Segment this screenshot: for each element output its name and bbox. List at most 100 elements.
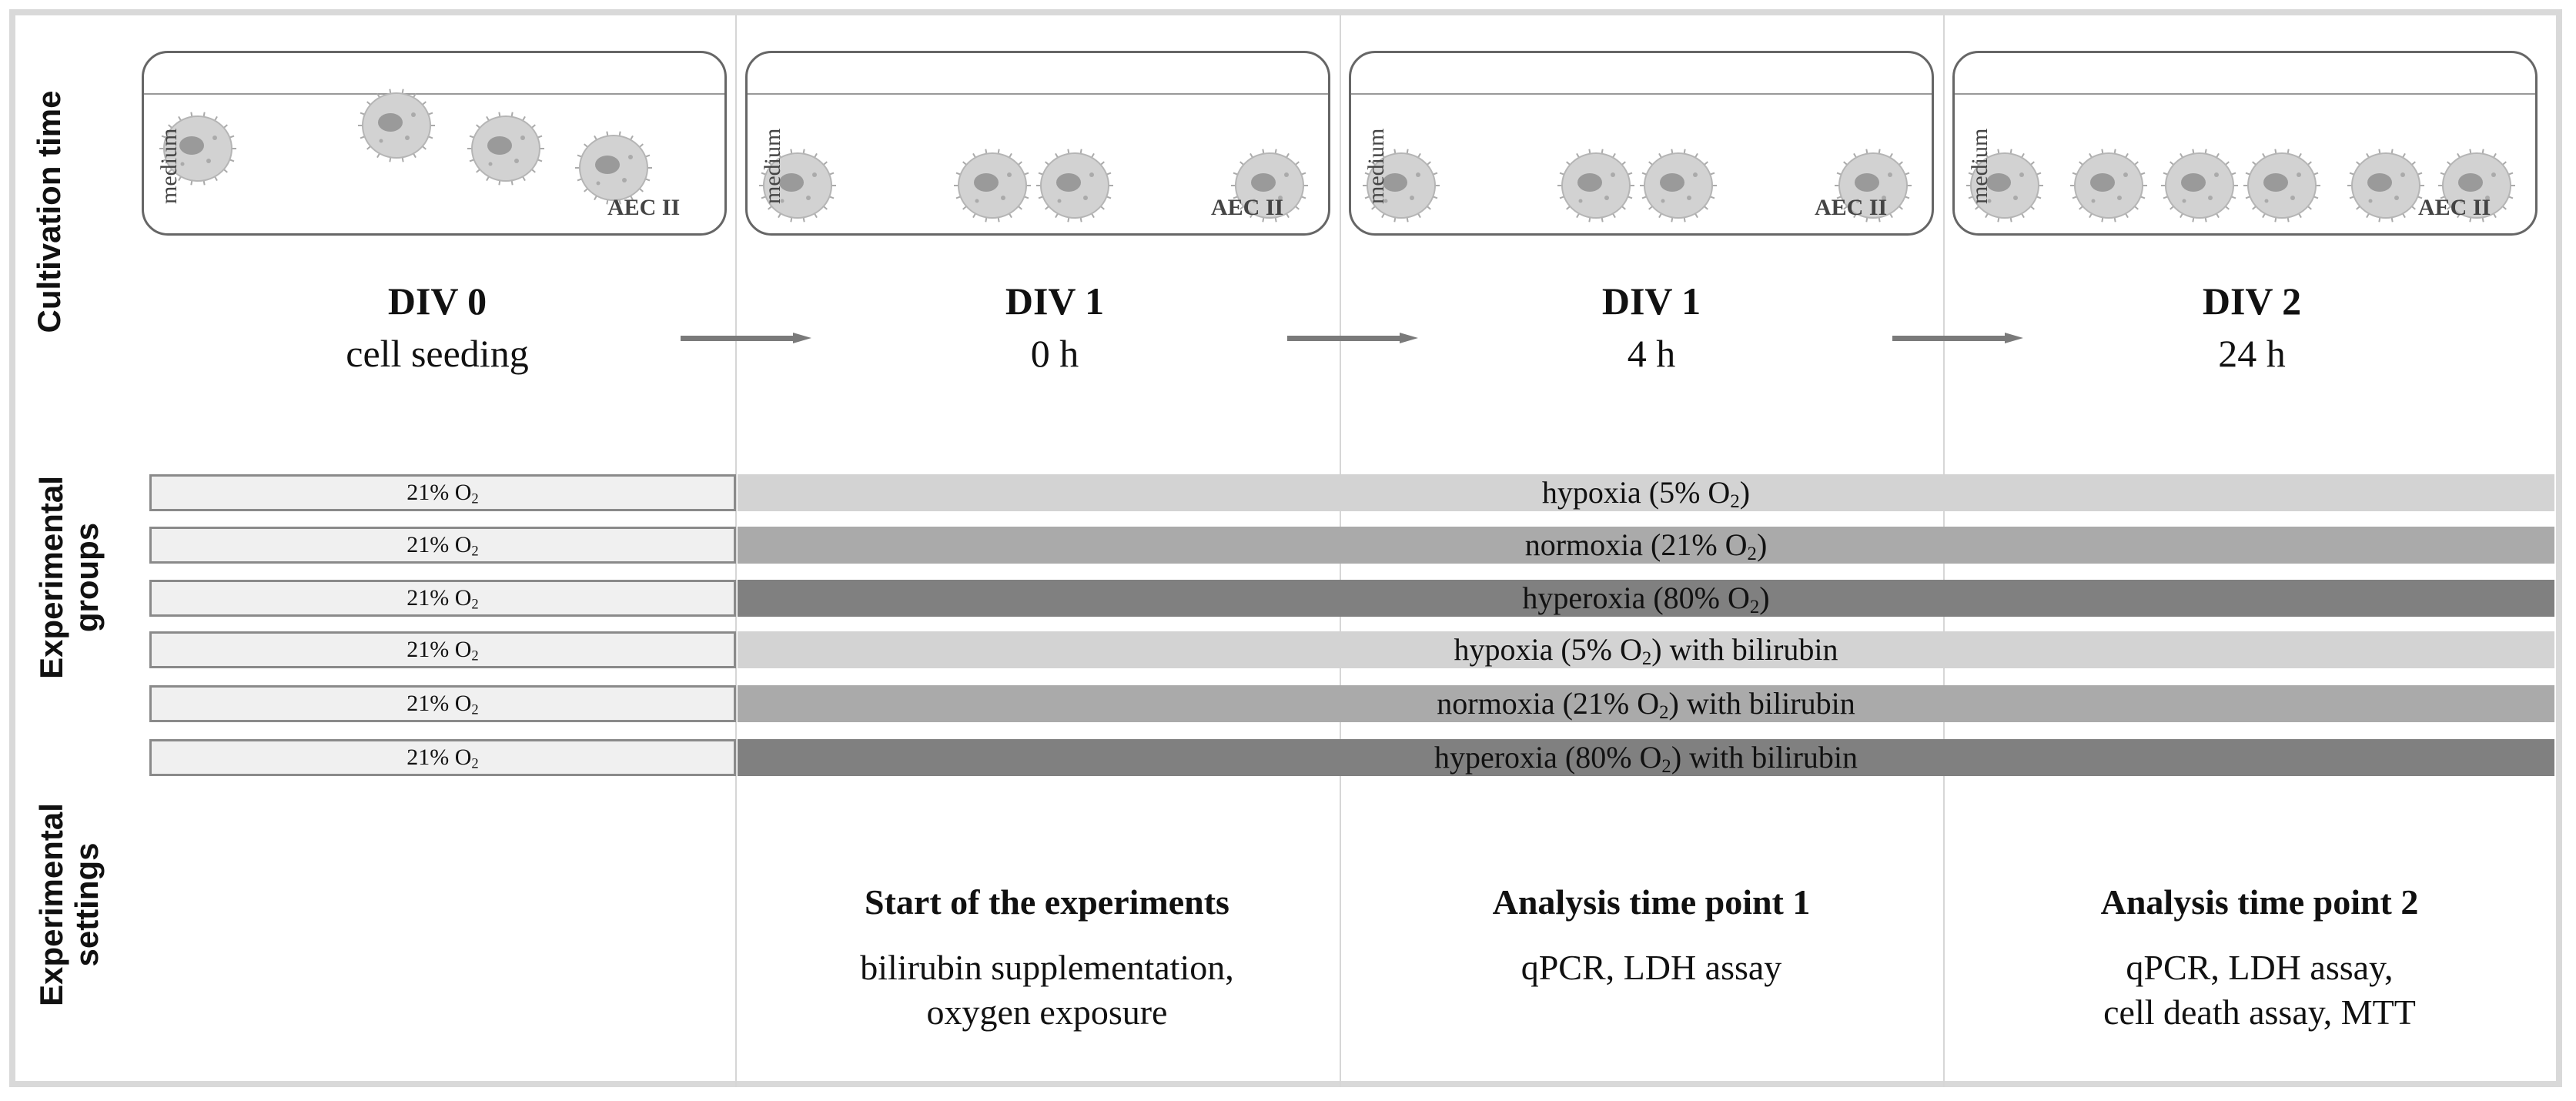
cell-layer xyxy=(759,149,1308,223)
cell-layer xyxy=(159,89,652,205)
preincubation-bar-1: 21% O2 xyxy=(149,527,736,564)
setting-title-start: Start of the experiments xyxy=(865,882,1229,922)
aec-ii-cell xyxy=(575,131,652,205)
aec-ii-cell xyxy=(2161,149,2238,223)
preincubation-bar-4: 21% O2 xyxy=(149,685,736,722)
preincubation-subscript: 2 xyxy=(471,701,479,718)
stage-subtitle-0: cell seeding xyxy=(346,332,529,375)
figure-frame xyxy=(9,9,2562,1087)
cell-type-label: AEC II xyxy=(607,195,681,220)
preincubation-bar-0: 21% O2 xyxy=(149,474,736,511)
group-label-subscript: 2 xyxy=(1659,702,1669,724)
group-label-pre: hypoxia (5% O xyxy=(1541,475,1731,510)
stage-title-2: DIV 1 xyxy=(1601,279,1701,323)
timeline-arrow-3 xyxy=(1892,333,2023,343)
timeline-arrow-2 xyxy=(1287,333,1418,343)
timeline-arrow-1 xyxy=(681,333,811,343)
medium-label: medium xyxy=(156,128,182,204)
medium-label: medium xyxy=(760,128,785,204)
cell-type-label: AEC II xyxy=(1815,195,1888,220)
group-bar-1: normoxia (21% O2) xyxy=(738,527,2554,564)
group-label-subscript: 2 xyxy=(1747,544,1757,565)
group-bar-2: hyperoxia (80% O2) xyxy=(738,580,2554,617)
group-label-subscript: 2 xyxy=(1661,756,1671,778)
stage-title-1: DIV 1 xyxy=(1005,279,1105,323)
setting-title-analysis-1: Analysis time point 1 xyxy=(1492,882,1811,922)
row-label-settings-line2: settings xyxy=(69,842,105,967)
preincubation-subscript: 2 xyxy=(471,648,479,664)
stage-subtitle-3: 24 h xyxy=(2218,332,2286,375)
preincubation-text: 21% O xyxy=(406,480,472,505)
cell-layer xyxy=(1363,149,1912,223)
preincubation-subscript: 2 xyxy=(471,596,479,613)
culture-dish-3: medium AEC II xyxy=(1952,51,2538,236)
group-label-post: ) with bilirubin xyxy=(1651,632,1838,667)
group-label-pre: hyperoxia (80% O xyxy=(1434,740,1662,775)
preincubation-text: 21% O xyxy=(406,745,472,770)
aec-ii-cell xyxy=(1231,149,1308,223)
preincubation-bar-3: 21% O2 xyxy=(149,631,736,668)
culture-dish-2: medium AEC II xyxy=(1349,51,1934,236)
group-label-post: ) xyxy=(1756,527,1768,562)
group-bar-3: hypoxia (5% O2) with bilirubin xyxy=(738,631,2554,670)
group-label-post: ) xyxy=(1739,475,1751,510)
aec-ii-cell xyxy=(1036,149,1113,223)
preincubation-text: 21% O xyxy=(406,532,472,557)
group-bar-0: hypoxia (5% O2) xyxy=(738,474,2554,512)
row-label-experimental-settings: Experimental settings xyxy=(33,803,105,1006)
group-label-pre: hypoxia (5% O xyxy=(1454,632,1642,667)
medium-label: medium xyxy=(1363,128,1389,204)
group-label-subscript: 2 xyxy=(1641,648,1652,670)
group-label-post: ) with bilirubin xyxy=(1668,686,1855,721)
medium-label: medium xyxy=(1967,128,1992,204)
row-label-groups-line2: groups xyxy=(69,522,105,633)
stage-title-0: DIV 0 xyxy=(387,279,487,323)
setting-title-analysis-2: Analysis time point 2 xyxy=(2100,882,2419,922)
preincubation-text: 21% O xyxy=(406,585,472,611)
aec-ii-cell xyxy=(1363,149,1440,223)
aec-ii-cell xyxy=(1557,149,1634,223)
preincubation-text: 21% O xyxy=(406,691,472,716)
group-label-subscript: 2 xyxy=(1749,597,1760,618)
row-label-groups-line1: Experimental xyxy=(33,476,69,679)
medium-surface-line xyxy=(748,93,1328,95)
aec-ii-cell xyxy=(2347,149,2424,223)
group-bar-5: hyperoxia (80% O2) with bilirubin xyxy=(738,739,2554,778)
preincubation-subscript: 2 xyxy=(471,755,479,772)
setting-desc-analysis-2: qPCR, LDH assay, cell death assay, MTT xyxy=(2103,948,2416,1032)
aec-ii-cell xyxy=(467,112,544,186)
row-label-cultivation-time: Cultivation time xyxy=(31,90,67,333)
aec-ii-cell xyxy=(1640,149,1717,223)
stage-title-3: DIV 2 xyxy=(2202,279,2302,323)
row-label-settings-line1: Experimental xyxy=(33,803,69,1006)
group-label-pre: hyperoxia (80% O xyxy=(1522,581,1750,615)
setting-desc-analysis-1: qPCR, LDH assay xyxy=(1521,948,1782,987)
setting-desc-start: bilirubin supplementation, oxygen exposu… xyxy=(860,948,1234,1032)
row-label-experimental-groups: Experimental groups xyxy=(33,476,105,679)
culture-dish-0: medium AEC II xyxy=(142,51,727,236)
preincubation-bar-5: 21% O2 xyxy=(149,739,736,776)
medium-surface-line xyxy=(1955,93,2535,95)
cell-type-label: AEC II xyxy=(2418,195,2491,220)
group-label-post: ) xyxy=(1759,581,1770,615)
aec-ii-cell xyxy=(954,149,1031,223)
medium-surface-line xyxy=(1351,93,1932,95)
stage-subtitle-1: 0 h xyxy=(1030,332,1079,375)
preincubation-subscript: 2 xyxy=(471,490,479,507)
aec-ii-cell xyxy=(159,112,236,186)
aec-ii-cell xyxy=(2070,149,2147,223)
culture-dish-1: medium AEC II xyxy=(745,51,1330,236)
stage-subtitle-2: 4 h xyxy=(1627,332,1676,375)
aec-ii-cell xyxy=(1835,149,1912,223)
group-label-pre: normoxia (21% O xyxy=(1524,527,1748,562)
cell-type-label: AEC II xyxy=(1211,195,1284,220)
preincubation-subscript: 2 xyxy=(471,543,479,560)
preincubation-bar-2: 21% O2 xyxy=(149,580,736,617)
aec-ii-cell xyxy=(2438,149,2515,223)
aec-ii-cell xyxy=(2243,149,2320,223)
medium-surface-line xyxy=(144,93,724,95)
aec-ii-cell xyxy=(759,149,836,223)
preincubation-text: 21% O xyxy=(406,637,472,662)
aec-ii-cell xyxy=(1966,149,2043,223)
column-divider-1 xyxy=(735,15,737,1087)
